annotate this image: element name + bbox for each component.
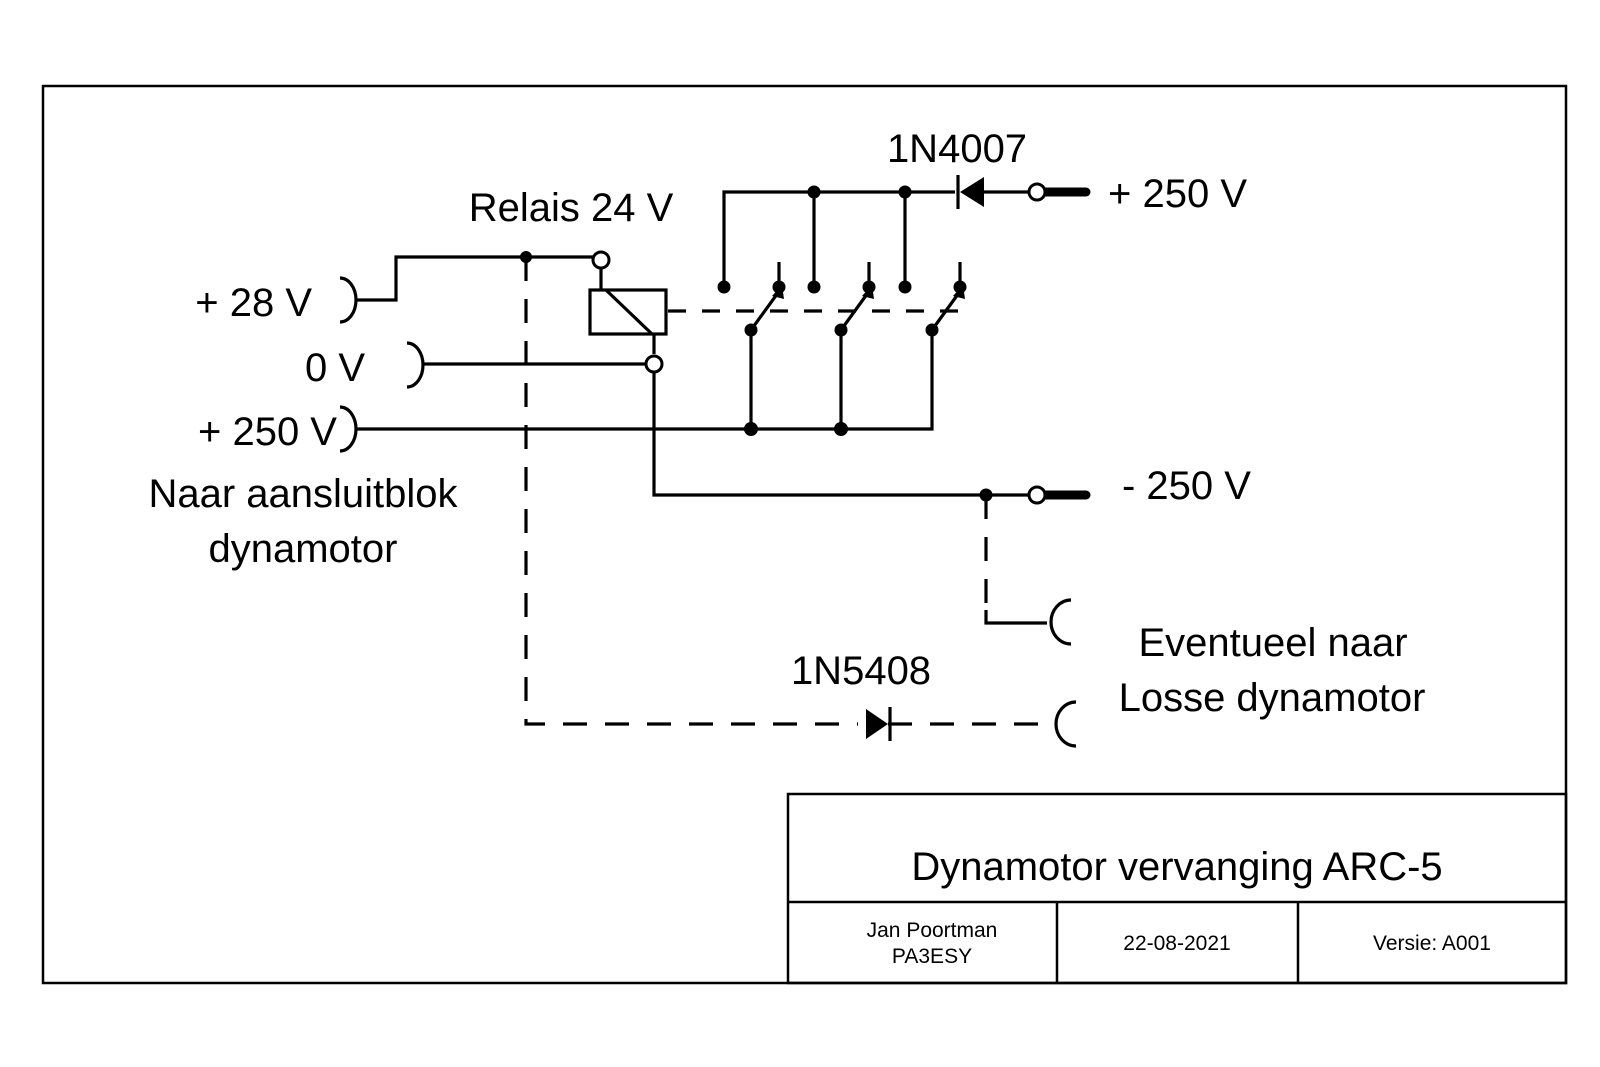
terminal-plus250-left xyxy=(339,405,358,453)
input-plus250-label: + 250 V xyxy=(198,410,337,454)
diode-1n4007 xyxy=(956,175,984,209)
terminal-optional-plus28 xyxy=(1054,700,1077,748)
author-name: Jan Poortman xyxy=(867,919,998,942)
input-plus28-label: + 28 V xyxy=(195,281,312,325)
right-note-line1: Eventueel naar xyxy=(1138,621,1407,665)
output-minus250-label: - 250 V xyxy=(1122,464,1251,508)
left-note-line2: dynamotor xyxy=(209,527,398,571)
input-0v-label: 0 V xyxy=(305,346,365,390)
terminal-optional-minus250 xyxy=(1049,598,1072,646)
drawing-version: Versie: A001 xyxy=(1373,932,1491,955)
title-block: Dynamotor vervanging ARC-5 Jan Poortman … xyxy=(786,792,1568,985)
relay-label: Relais 24 V xyxy=(469,186,674,230)
author-callsign: PA3ESY xyxy=(892,945,972,968)
relay-coil xyxy=(588,288,668,336)
terminal-rings xyxy=(591,182,1047,505)
terminal-plus28 xyxy=(339,276,358,324)
junction-dots xyxy=(520,185,993,502)
diode-1n5408 xyxy=(866,707,892,741)
right-note-line2: Losse dynamotor xyxy=(1119,676,1426,720)
relay-contacts xyxy=(749,262,965,331)
diode-bottom-label: 1N5408 xyxy=(791,649,931,693)
output-plus250-label: + 250 V xyxy=(1108,172,1247,216)
diode-top-label: 1N4007 xyxy=(887,127,1027,171)
left-note-line1: Naar aansluitblok xyxy=(148,472,458,516)
drawing-date: 22-08-2021 xyxy=(1123,932,1230,955)
drawing-title: Dynamotor vervanging ARC-5 xyxy=(911,845,1442,889)
wires xyxy=(356,187,1091,726)
terminal-0v xyxy=(406,341,425,389)
